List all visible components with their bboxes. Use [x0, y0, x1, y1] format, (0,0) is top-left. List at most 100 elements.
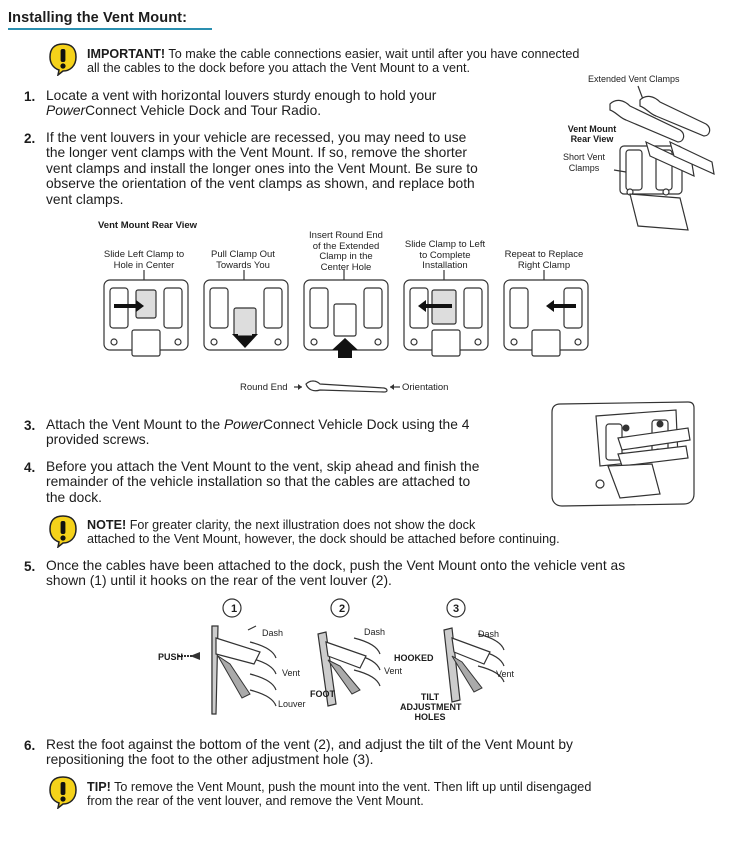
caption-line: Clamp in the — [319, 251, 373, 262]
push-step-3 — [443, 598, 505, 703]
exclamation-icon — [49, 515, 77, 548]
step-line: vent clamps and install the longer ones … — [46, 160, 478, 176]
caption-line: Hole in Center — [113, 259, 175, 271]
tilt-line: ADJUSTMENT — [400, 702, 462, 712]
step-2-text: If the vent louvers in your vehicle are … — [46, 130, 556, 207]
exclamation-icon — [49, 776, 77, 809]
vent-label: Vent — [496, 669, 515, 679]
step-line: Before you attach the Vent Mount to the … — [46, 459, 480, 474]
caption-4: Slide Clamp to Left to Complete Installa… — [396, 239, 494, 272]
step-5-text: Once the cables have been attached to th… — [46, 558, 716, 589]
rear-panel-1 — [103, 270, 189, 357]
caption-line: to Complete — [419, 249, 471, 261]
orientation-label: Orientation — [402, 382, 449, 393]
tilt-holes-label: TILT ADJUSTMENT HOLES — [400, 692, 462, 722]
step-number: 5. — [24, 559, 36, 574]
step-line: Attach the Vent Mount to the PowerConnec… — [46, 417, 470, 432]
short-clamps-line: Clamps — [568, 162, 600, 173]
caption-line: Center Hole — [320, 261, 372, 273]
tip-callout: TIP! To remove the Vent Mount, push the … — [87, 780, 687, 808]
step-number: 4. — [24, 460, 36, 475]
tilt-line: TILT — [420, 692, 440, 702]
dash-label: Dash — [262, 628, 284, 638]
foot-label: FOOT — [310, 689, 335, 699]
push-step-1 — [178, 598, 277, 715]
caption-line: Slide Left Clamp to — [103, 249, 185, 260]
push-step-2 — [317, 598, 381, 707]
louver-label: Louver — [278, 699, 306, 709]
step-line: Once the cables have been attached to th… — [46, 558, 626, 573]
exclamation-icon — [49, 43, 77, 76]
step-number: 6. — [24, 738, 36, 753]
short-clamps-label: Short Vent Clamps — [554, 152, 614, 173]
tip-line1: To remove the Vent Mount, push the mount… — [114, 780, 592, 794]
caption-line: Repeat to Replace — [504, 249, 584, 260]
step-number: 3. — [24, 418, 36, 433]
step-4-text: Before you attach the Vent Mount to the … — [46, 459, 556, 505]
caption-line: Slide Clamp to Left — [404, 239, 486, 250]
tip-line2: from the rear of the vent louver, and re… — [87, 794, 424, 808]
step-line: the longer vent clamps with the Vent Mou… — [46, 145, 468, 161]
important-line1: To make the cable connections easier, wa… — [168, 47, 580, 61]
tip-label: TIP! — [87, 780, 111, 794]
step-circle-label: 3 — [452, 603, 460, 615]
step-line: Locate a vent with horizontal louvers st… — [46, 88, 437, 103]
caption-line: Installation — [422, 260, 468, 271]
important-label: IMPORTANT! — [87, 47, 166, 61]
step-line: the dock. — [46, 489, 102, 505]
important-callout: IMPORTANT! To make the cable connections… — [87, 47, 687, 75]
caption-line: of the Extended — [312, 240, 380, 252]
caption-line: Right Clamp — [517, 259, 571, 271]
vent-label: Vent — [384, 666, 403, 676]
rear-panel-3 — [303, 270, 389, 358]
step-6-text: Rest the foot against the bottom of the … — [46, 737, 716, 768]
step-number: 2. — [24, 131, 36, 146]
step-number: 1. — [24, 89, 36, 104]
rear-panel-4 — [403, 270, 489, 357]
caption-2: Pull Clamp Out Towards You — [195, 249, 291, 271]
rear-view-label: Vent Mount Rear View — [562, 124, 622, 144]
tilt-line: HOLES — [414, 712, 446, 722]
title-underline — [8, 28, 212, 30]
note-callout: NOTE! For greater clarity, the next illu… — [87, 518, 687, 546]
note-label: NOTE! — [87, 518, 127, 532]
dash-label: Dash — [478, 629, 500, 639]
step-line: If the vent louvers in your vehicle are … — [46, 130, 467, 145]
caption-3: Insert Round End of the Extended Clamp i… — [296, 230, 396, 273]
note-line1: For greater clarity, the next illustrati… — [129, 518, 476, 532]
note-line2: attached to the Vent Mount, however, the… — [87, 532, 560, 546]
caption-line: Insert Round End — [309, 230, 383, 241]
step-line: PowerConnect Vehicle Dock and Tour Radio… — [46, 103, 322, 119]
rear-view-line: Rear View — [570, 134, 614, 144]
step-line: remainder of the vehicle installation so… — [46, 474, 471, 490]
step-line: observe the orientation of the vent clam… — [46, 176, 475, 192]
step-line: provided screws. — [46, 432, 150, 448]
caption-5: Repeat to Replace Right Clamp — [494, 249, 594, 271]
round-end-label: Round End — [240, 382, 288, 393]
step-3-text: Attach the Vent Mount to the PowerConnec… — [46, 417, 546, 448]
step-circle-label: 1 — [230, 603, 238, 615]
rear-view-line: Vent Mount — [567, 124, 617, 134]
extended-clamp-orientation-icon — [294, 380, 400, 393]
page-title: Installing the Vent Mount: — [8, 10, 188, 26]
step-line: vent clamps. — [46, 191, 124, 207]
rear-panel-5 — [503, 270, 589, 357]
vent-label: Vent — [282, 668, 301, 678]
caption-line: Pull Clamp Out — [211, 249, 275, 260]
rear-panel-2 — [203, 270, 289, 351]
push-mount-sequence — [178, 598, 505, 715]
push-label: PUSH — [158, 652, 184, 662]
short-clamps-line: Short Vent — [562, 152, 606, 162]
step-line: shown (1) until it hooks on the rear of … — [46, 573, 392, 589]
vent-clamps-illustration — [609, 85, 715, 231]
step-1-text: Locate a vent with horizontal louvers st… — [46, 88, 546, 119]
rear-view-heading: Vent Mount Rear View — [98, 220, 198, 231]
caption-1: Slide Left Clamp to Hole in Center — [94, 249, 194, 271]
rear-view-sequence — [103, 270, 589, 358]
step-line: repositioning the foot to the other adju… — [46, 752, 374, 768]
step-line: Rest the foot against the bottom of the … — [46, 737, 573, 752]
important-line2: all the cables to the dock before you at… — [87, 61, 470, 75]
step-circle-label: 2 — [338, 603, 346, 615]
caption-line: Towards You — [216, 259, 270, 271]
dash-label: Dash — [364, 627, 386, 637]
